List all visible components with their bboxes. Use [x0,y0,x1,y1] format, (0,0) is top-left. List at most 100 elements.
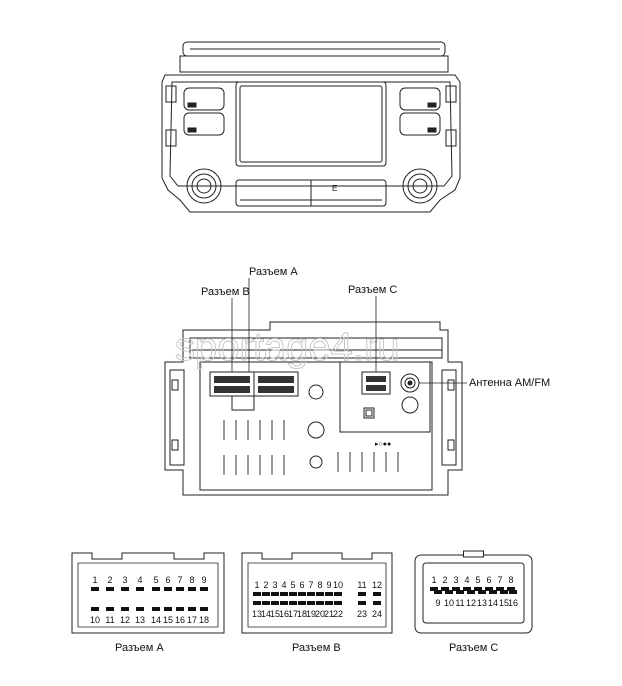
pin-terminal [164,607,172,611]
pin-label: 15 [270,609,280,619]
pin-terminal [307,592,315,596]
connector-c-caption: Разъем C [449,642,498,654]
pin-terminal [136,607,144,611]
pin-label: 1 [431,575,436,585]
pin-label: 22 [333,609,343,619]
pin-label: 6 [299,580,304,590]
pin-terminal [485,587,493,591]
watermark: sportage4.ru [175,325,400,369]
pin-label: 13 [252,609,262,619]
pin-terminal [325,592,333,596]
pin-label: 9 [201,575,206,585]
label-antenna: Антенна AM/FM [469,377,550,389]
pin-terminal [373,601,381,605]
pin-label: 2 [107,575,112,585]
pin-terminal [91,607,99,611]
pin-label: 24 [372,609,382,619]
pin-label: 7 [308,580,313,590]
pin-terminal [271,592,279,596]
pin-label: 9 [326,580,331,590]
pin-terminal [358,601,366,605]
label-connector-b: Разъем B [201,286,250,298]
pin-terminal [474,587,482,591]
pin-terminal [298,592,306,596]
pin-terminal [188,607,196,611]
pin-terminal [262,601,270,605]
pin-label: 10 [333,580,343,590]
pin-terminal [441,587,449,591]
pin-label: 17 [187,615,197,625]
head-unit-rear-view [164,321,463,496]
pin-terminal [200,607,208,611]
pin-terminal [121,587,129,591]
label-connector-c: Разъем C [348,284,397,296]
pin-terminal [463,587,471,591]
pin-terminal [121,607,129,611]
pin-label: 4 [137,575,142,585]
pin-label: 8 [189,575,194,585]
pin-terminal [176,607,184,611]
pin-label: 17 [288,609,298,619]
pin-terminal [500,590,508,594]
pin-terminal [253,592,261,596]
pin-terminal [334,601,342,605]
pin-terminal [316,601,324,605]
pin-terminal [373,592,381,596]
pin-label: 10 [444,598,454,608]
pin-label: 3 [272,580,277,590]
pin-label: 4 [464,575,469,585]
pin-terminal [478,590,486,594]
pin-terminal [280,601,288,605]
pin-label: 7 [177,575,182,585]
connector-a-caption: Разъем A [115,642,164,654]
pin-label: 12 [120,615,130,625]
pin-label: 11 [357,580,366,590]
pin-label: 16 [279,609,289,619]
pin-label: 19 [306,609,316,619]
pin-terminal [325,601,333,605]
pin-terminal [106,607,114,611]
pin-label: 23 [357,609,367,619]
pin-terminal [136,587,144,591]
pin-label: 16 [175,615,185,625]
pin-label: 12 [466,598,476,608]
pin-terminal [316,592,324,596]
pin-terminal [307,601,315,605]
pin-terminal [467,590,475,594]
front-center-mark: E [332,184,337,193]
pin-label: 13 [135,615,145,625]
pin-terminal [445,590,453,594]
pin-label: 5 [475,575,480,585]
pin-terminal [456,590,464,594]
pin-label: 7 [497,575,502,585]
pin-terminal [358,592,366,596]
pin-terminal [152,607,160,611]
pin-label: 2 [263,580,268,590]
pin-terminal [430,587,438,591]
pin-label: 20 [315,609,325,619]
pin-terminal [289,592,297,596]
pin-label: 10 [90,615,100,625]
pin-terminal [176,587,184,591]
pin-terminal [434,590,442,594]
pin-label: 15 [163,615,173,625]
pin-terminal [509,590,517,594]
pin-label: 8 [317,580,322,590]
display-screen [235,81,387,167]
pin-terminal [280,592,288,596]
pin-label: 6 [165,575,170,585]
pin-label: 6 [486,575,491,585]
pin-label: 14 [151,615,161,625]
pin-label: 4 [281,580,286,590]
pin-terminal [507,587,515,591]
pin-label: 15 [499,598,509,608]
pin-terminal [298,601,306,605]
pin-label: 11 [105,615,114,625]
leader-lines [231,278,467,384]
pin-terminal [289,601,297,605]
pin-label: 3 [122,575,127,585]
